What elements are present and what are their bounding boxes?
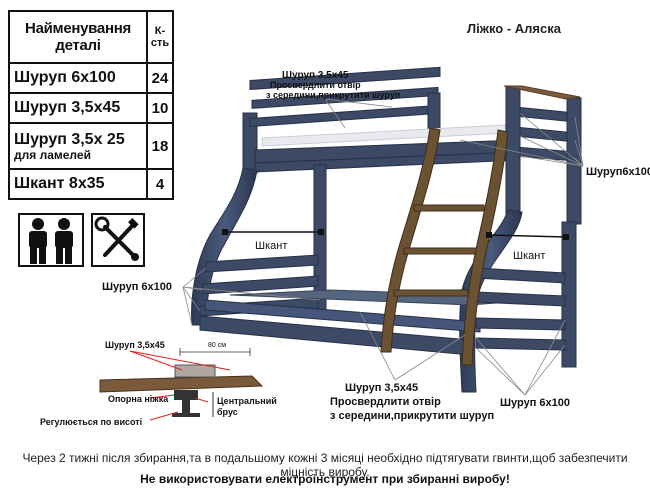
two-workers-icon [18,213,84,267]
part-name: Шкант 8х35 [8,168,148,200]
header-qty: К-сть [146,10,174,64]
support-leg-label: Опорна ніжка [108,394,169,404]
part-name: Шуруп 3,5х 25 [14,131,125,148]
table-row: Шкант 8х35 4 [8,168,174,200]
central-beam-label-1: Центральний [217,396,277,406]
part-qty: 18 [146,122,174,170]
part-name-cell: Шуруп 3,5х 25 для ламелей [8,122,148,170]
top-note-1: Просвердлити отвір [270,80,361,90]
dowel-right-label: Шкант [513,250,546,262]
header-name: Найменування деталі [8,10,148,64]
bottom-note-1: Просвердлити отвір [330,396,441,408]
parts-table: Найменування деталі К-сть Шуруп 6х100 24… [8,10,174,200]
part-qty: 24 [146,62,174,94]
maintenance-note: Через 2 тижні після збирання,та в подаль… [22,451,628,479]
left-screw-label: Шуруп 6х100 [102,281,173,293]
warning-note: Не використовувати електроінструмент при… [140,472,510,486]
part-note: для ламелей [14,148,91,162]
part-name: Шуруп 6х100 [8,62,148,94]
detail-dimension: 80 см [208,342,227,349]
part-name: Шуруп 3,5х45 [8,92,148,124]
right-screw-label: Шуруп6х100 [586,166,650,178]
parts-table-header: Найменування деталі К-сть [8,10,174,64]
part-qty: 10 [146,92,174,124]
table-row: Шуруп 3,5х45 10 [8,92,174,124]
tools-icon [91,213,145,267]
top-screw-label: Шуруп 3,5х45 [282,70,349,81]
adjustable-label: Регулюється по висоті [40,417,143,427]
top-note-2: з середини,прикрутити шуруп [266,90,401,100]
bottom-right-screw-label: Шуруп 6х100 [500,397,571,409]
page-title: Ліжко - Аляска [467,21,561,36]
table-row: Шуруп 6х100 24 [8,62,174,94]
central-beam-label-2: брус [217,407,238,417]
support-detail-drawing [99,348,264,421]
detail-screw-label: Шуруп 3,5х45 [105,340,165,350]
dowel-left-label: Шкант [255,240,288,252]
part-qty: 4 [146,168,174,200]
bottom-note-2: з середини,прикрутити шуруп [330,410,495,422]
table-row: Шуруп 3,5х 25 для ламелей 18 [8,122,174,170]
bottom-screw-label: Шуруп 3,5х45 [345,382,419,394]
